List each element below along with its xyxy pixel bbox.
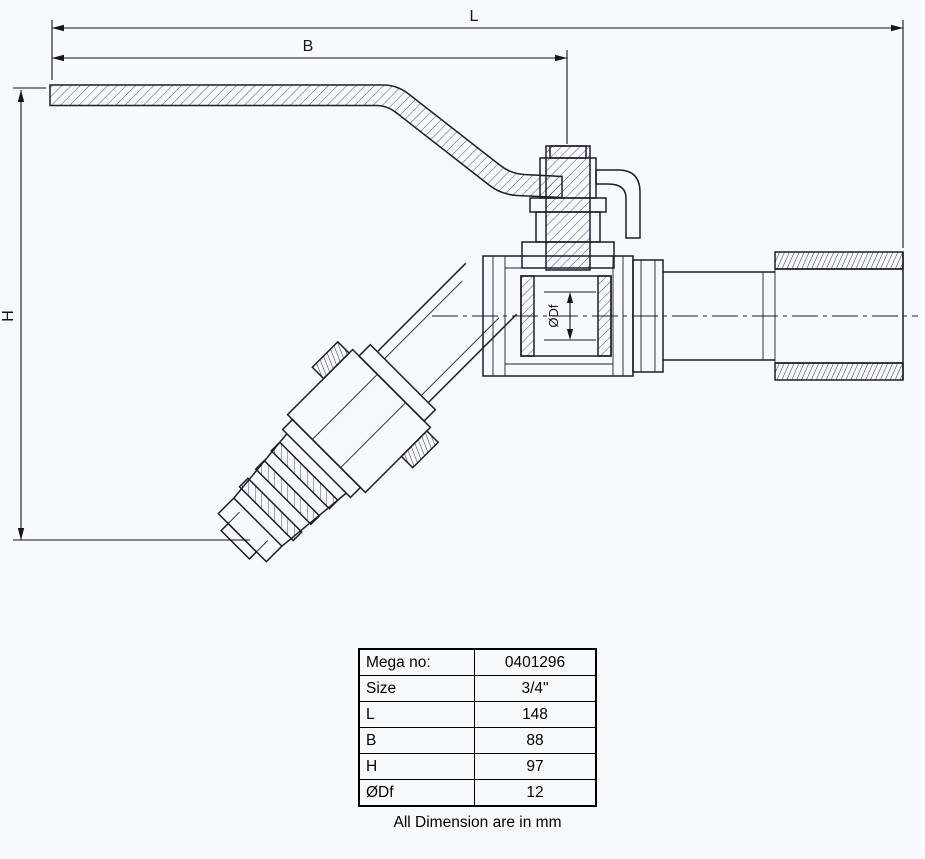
dim-ODf-label: ØDf [546, 304, 561, 328]
dimension-B: B [52, 38, 568, 144]
spec-label: ØDf [358, 779, 475, 807]
valve-stem-bonnet [521, 145, 641, 271]
outlet-pipe-threaded [632, 251, 904, 381]
spec-value: 88 [474, 727, 597, 754]
table-row: B 88 [358, 727, 597, 754]
dim-B-label: B [303, 38, 314, 55]
dim-L-label: L [470, 8, 479, 25]
spec-label: B [358, 727, 475, 754]
spec-label: L [358, 701, 475, 728]
dimension-L: L [51, 8, 904, 248]
spec-table-grid: Mega no: 0401296 Size 3/4" L 148 B 88 H [358, 648, 597, 807]
dimension-note: All Dimension are in mm [393, 814, 562, 831]
spec-value: 97 [474, 753, 597, 780]
spec-value: 3/4" [474, 675, 597, 702]
dimension-H: H [0, 87, 250, 541]
valve-technical-drawing: L B H ØDf [0, 8, 918, 563]
dimension-ODf: ØDf [546, 292, 574, 340]
spec-label: H [358, 753, 475, 780]
table-row: ØDf 12 [358, 779, 597, 807]
spec-value: 148 [474, 701, 597, 728]
table-row: L 148 [358, 701, 597, 728]
table-row: Mega no: 0401296 [358, 648, 597, 676]
valve-body [482, 255, 634, 377]
table-row: Size 3/4" [358, 675, 597, 702]
table-row: H 97 [358, 753, 597, 780]
spec-value: 0401296 [474, 648, 597, 676]
spec-label: Mega no: [358, 648, 475, 676]
angled-spout [217, 262, 518, 563]
dim-H-label: H [0, 310, 17, 322]
spec-table: Mega no: 0401296 Size 3/4" L 148 B 88 H [358, 648, 597, 832]
valve-handle [49, 84, 563, 199]
spec-value: 12 [474, 779, 597, 807]
spec-label: Size [358, 675, 475, 702]
